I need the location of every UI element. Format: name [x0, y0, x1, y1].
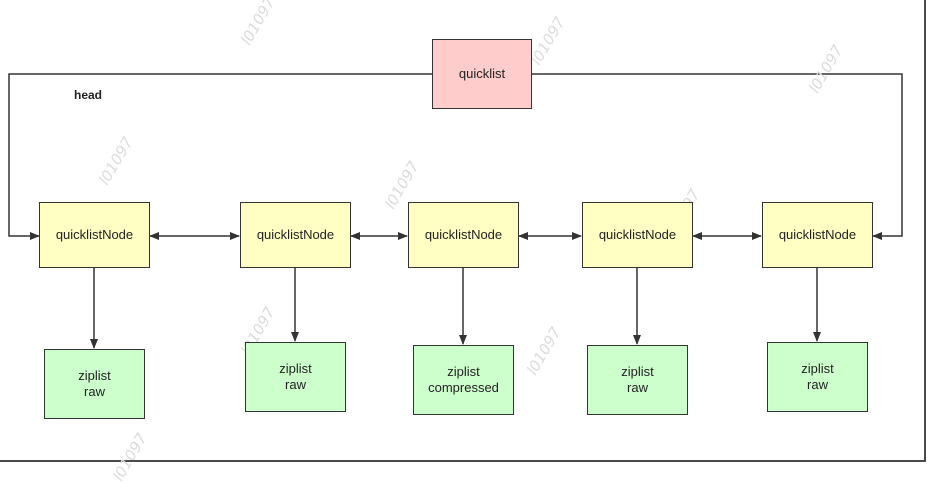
diagram-frame [0, 0, 926, 462]
quicklist-box: quicklist [432, 39, 532, 109]
ziplist-title: ziplist [447, 364, 480, 379]
quicklist-node-1: quicklistNode [39, 202, 150, 268]
ziplist-5: ziplist raw [767, 342, 868, 412]
connector-layer [8, 73, 903, 349]
node-label: quicklistNode [55, 227, 134, 242]
ziplist-4: ziplist raw [587, 345, 688, 415]
quicklist-node-3: quicklistNode [408, 202, 519, 268]
quicklist-node-4: quicklistNode [582, 202, 693, 268]
node-label: quicklistNode [598, 227, 677, 242]
ziplist-encoding: raw [84, 384, 105, 399]
ziplist-encoding: raw [285, 377, 306, 392]
node-label: quicklistNode [256, 227, 335, 242]
quicklist-node-5: quicklistNode [762, 202, 873, 268]
ziplist-title: ziplist [279, 361, 312, 376]
quicklist-label: quicklist [458, 66, 506, 81]
ziplist-title: ziplist [801, 361, 834, 376]
ziplist-3: ziplist compressed [413, 345, 514, 415]
ziplist-2: ziplist raw [245, 342, 346, 412]
ziplist-1: ziplist raw [44, 349, 145, 419]
quicklist-node-2: quicklistNode [240, 202, 351, 268]
tail-pointer-arrow [532, 73, 903, 240]
ziplist-title: ziplist [621, 364, 654, 379]
head-pointer-arrow [8, 73, 432, 240]
ziplist-title: ziplist [78, 368, 111, 383]
node-label: quicklistNode [424, 227, 503, 242]
ziplist-encoding: raw [807, 377, 828, 392]
node-label: quicklistNode [778, 227, 857, 242]
head-label: head [74, 88, 103, 102]
ziplist-encoding: compressed [428, 380, 499, 395]
ziplist-encoding: raw [627, 380, 648, 395]
